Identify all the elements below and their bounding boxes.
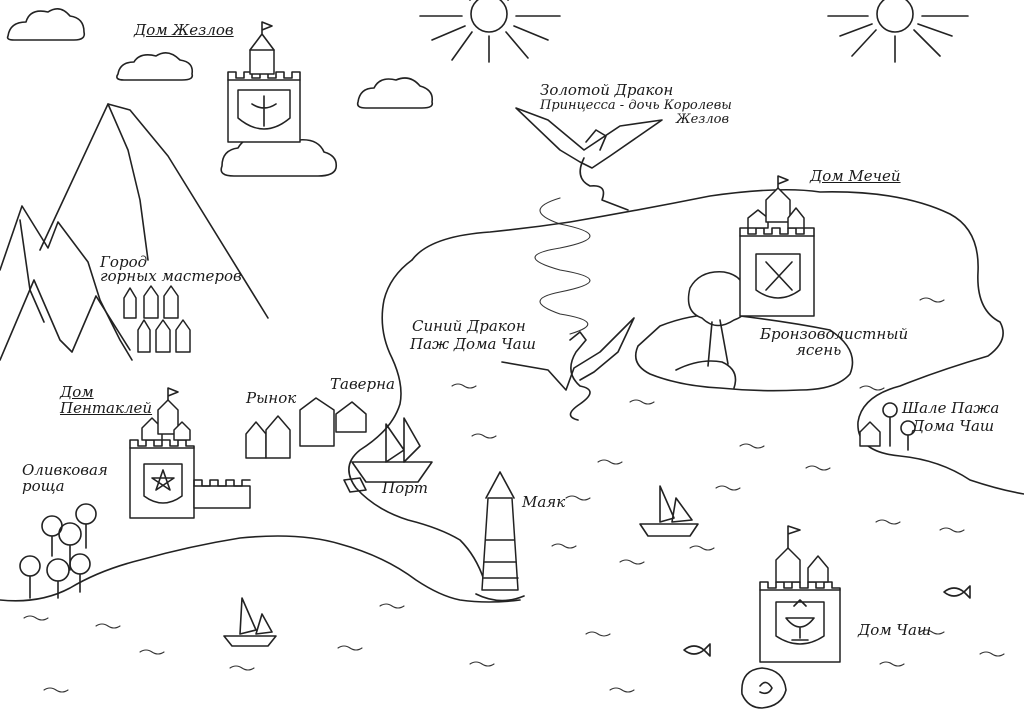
- sailboat-icon: [639, 485, 699, 537]
- house-of-wands-castle: [227, 21, 301, 143]
- house-of-pentacles-label-2: Пентаклей: [60, 399, 153, 417]
- ship-icon: [343, 417, 433, 493]
- sailboat-icon: [223, 597, 277, 647]
- market-houses: [245, 415, 291, 459]
- golden-dragon-desc-2: Жезлов: [676, 112, 730, 127]
- spiral: [534, 197, 591, 335]
- mountain-town: [123, 285, 191, 353]
- lighthouse-icon: [475, 471, 525, 602]
- page-chalet-label-2: Дома Чаш: [912, 417, 995, 435]
- coastline: [0, 535, 521, 603]
- house-of-pentacles-castle: [129, 387, 251, 519]
- mountain-town-label: Город: [100, 253, 148, 271]
- fish-icon: [683, 643, 711, 657]
- house-of-cups-label: Дом Чаш: [858, 621, 932, 639]
- fish-icon: [943, 585, 971, 599]
- cloud-icon: [220, 132, 338, 177]
- coastline: [411, 188, 1024, 495]
- blue-dragon-desc: Паж Дома Чаш: [410, 335, 536, 353]
- house-of-swords-castle: [739, 175, 815, 317]
- port-label: Порт: [382, 479, 428, 497]
- chalet-icon: [859, 402, 916, 451]
- blue-dragon-label: Синий Дракон: [412, 317, 526, 335]
- mountains: [0, 103, 269, 361]
- mountain-town-label-2: горных мастеров: [100, 267, 242, 285]
- golden-dragon-icon: [515, 107, 663, 211]
- market-label: Рынок: [246, 389, 297, 407]
- cloud-icon: [116, 52, 194, 81]
- house-of-cups-castle: [759, 525, 841, 663]
- olive-grove: [19, 503, 97, 599]
- house-of-swords-label: Дом Мечей: [810, 167, 901, 185]
- cloud-icon: [6, 8, 86, 41]
- olive-grove-label: Оливковая: [22, 461, 108, 479]
- tavern-label: Таверна: [330, 375, 395, 393]
- bronze-ash-label: Бронзоволистный: [760, 325, 909, 343]
- tavern-houses: [299, 397, 367, 447]
- waves: [23, 297, 1005, 693]
- olive-grove-label-2: роща: [22, 477, 65, 495]
- coastline: [348, 259, 485, 581]
- shell-icon: [741, 667, 787, 709]
- house-of-pentacles-label: Дом: [60, 383, 94, 401]
- golden-dragon-label: Золотой Дракон: [540, 81, 674, 99]
- bronze-ash-label-2: ясень: [796, 341, 842, 359]
- page-chalet-label: Шале Пажа: [902, 399, 1000, 417]
- sun-icon: [827, 0, 969, 63]
- cloud-icon: [356, 77, 434, 109]
- sun-icon: [419, 0, 561, 63]
- lighthouse-label: Маяк: [522, 493, 566, 511]
- golden-dragon-desc: Принцесса - дочь Королевы: [540, 98, 732, 113]
- house-of-wands-label: Дом Жезлов: [134, 21, 234, 39]
- blue-dragon-icon: [501, 317, 635, 421]
